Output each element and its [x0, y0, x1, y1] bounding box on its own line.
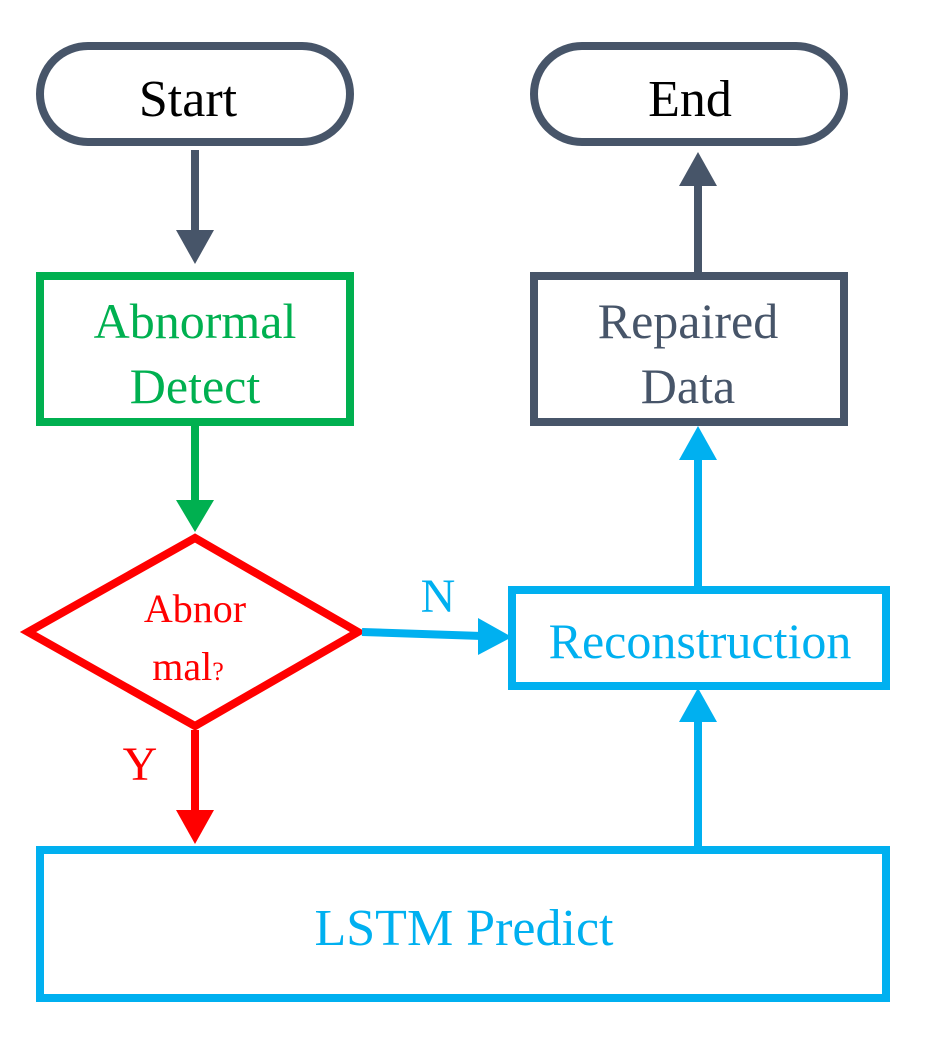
yes-label: Y: [123, 738, 158, 791]
decision-line1: Abnor: [144, 586, 246, 631]
abnormal-detect-line1: Abnormal: [94, 293, 297, 349]
start-label: Start: [139, 71, 238, 128]
no-label: N: [421, 570, 456, 623]
start-node: Start: [36, 42, 354, 146]
end-node: End: [530, 42, 848, 146]
decision-line2: mal: [152, 644, 212, 689]
arrow-lstm-to-reconstruction: [679, 688, 717, 846]
lstm-predict-node: LSTM Predict: [36, 846, 890, 1002]
end-label: End: [648, 71, 732, 128]
arrow-detect-to-decision: [176, 426, 214, 532]
arrow-decision-to-reconstruction: N: [361, 570, 512, 655]
decision-line2-text: mal?: [152, 644, 224, 689]
repaired-data-node: Repaired Data: [530, 272, 848, 426]
arrow-start-to-detect: [176, 150, 214, 264]
arrow-reconstruction-to-repaired: [679, 426, 717, 586]
repaired-data-line1: Repaired: [598, 293, 778, 349]
repaired-data-line2: Data: [641, 358, 735, 414]
arrow-decision-to-lstm: Y: [123, 730, 214, 844]
decision-node: Abnor mal?: [19, 533, 367, 731]
lstm-predict-label: LSTM Predict: [315, 900, 615, 957]
abnormal-detect-line2: Detect: [130, 358, 261, 414]
decision-question-mark: ?: [212, 657, 224, 686]
arrow-repaired-to-end: [679, 152, 717, 272]
reconstruction-label: Reconstruction: [549, 613, 852, 669]
abnormal-detect-node: Abnormal Detect: [36, 272, 354, 426]
reconstruction-node: Reconstruction: [508, 586, 890, 690]
